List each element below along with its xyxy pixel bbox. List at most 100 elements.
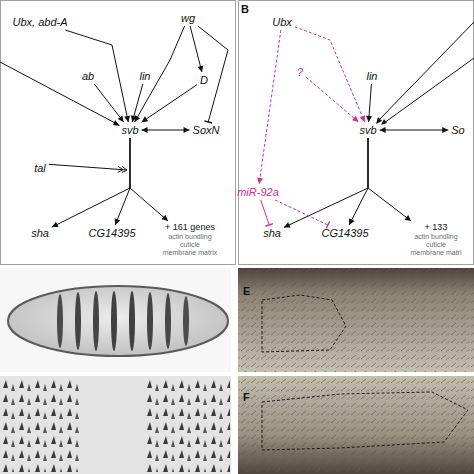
connector-line [275, 200, 328, 225]
regulation-arrow [261, 200, 273, 226]
gene-name: lin [366, 70, 377, 82]
gene-name: D [200, 74, 208, 86]
connector-line [380, 130, 449, 131]
arrow-head [442, 127, 448, 133]
connector-line [295, 27, 365, 122]
gene-name: svb [359, 124, 376, 136]
connector-line [65, 30, 128, 122]
arrow-head [142, 116, 149, 122]
arrow-head [257, 178, 263, 184]
gene-label: sha [30, 227, 50, 239]
arrow-head [381, 119, 387, 125]
arrow-head [118, 166, 123, 172]
trichome-photo [0, 376, 231, 474]
gene-label: lin [138, 70, 151, 82]
regulation-arrow [198, 26, 228, 123]
gene-name: sha [263, 227, 281, 239]
regulation-arrow [295, 27, 365, 122]
gene-name: CG14395 [321, 227, 368, 239]
connector-line [142, 85, 197, 123]
gene-name: svb [121, 124, 138, 136]
connector-line [284, 138, 368, 227]
connector-line [306, 77, 359, 122]
panel-letter: B [241, 4, 249, 15]
gene-label: SoxN [192, 124, 221, 136]
regulation-arrow [142, 127, 190, 133]
input-arrow [0, 62, 117, 124]
arrow-head [352, 116, 359, 122]
gene-name: lin [139, 70, 150, 82]
input-arrow [378, 22, 474, 121]
gene-label: svb [358, 124, 377, 136]
regulation-arrow [284, 138, 368, 228]
arrow-head [198, 65, 204, 72]
regulation-arrow [142, 85, 197, 123]
arrow-head [124, 115, 130, 121]
regulation-arrow [135, 26, 185, 122]
leg-photo [238, 268, 474, 372]
arrow-head [360, 115, 366, 122]
arrow-head [376, 117, 382, 124]
regulation-arrow [131, 84, 143, 122]
gene-name: CG14395 [88, 227, 135, 239]
function-note: membrane matri [411, 249, 462, 257]
arrow-head [113, 120, 120, 126]
connector-line [130, 138, 168, 221]
inhibition-bar [204, 121, 212, 123]
gene-label: lin [365, 70, 378, 82]
function-note: cuticle [411, 241, 462, 249]
gene-name: SoxN [193, 124, 220, 136]
regulation-arrow [190, 26, 203, 72]
gene-label: CG14395 [87, 227, 136, 239]
leg-photo [238, 376, 474, 474]
gene-label: ab [81, 70, 95, 82]
regulation-arrow [368, 138, 411, 221]
arrow-head [162, 215, 168, 221]
gene-label: Ubx, abd-A [11, 16, 68, 28]
regulation-arrow [65, 30, 130, 122]
connector-line [259, 30, 281, 184]
gene-name: Ubx [272, 16, 292, 28]
connector-line [94, 84, 123, 122]
regulation-arrow [115, 138, 130, 225]
gene-name: tal [34, 162, 46, 174]
gene-label: D [199, 74, 209, 86]
connector-line [198, 26, 228, 122]
function-note: cuticle [163, 241, 217, 249]
connector-line [135, 26, 185, 122]
panel-letter: F [243, 392, 250, 403]
gene-name: + 161 genes [163, 223, 217, 233]
gene-label: wg [180, 12, 196, 24]
function-note: membrane matrix [163, 249, 217, 257]
gene-label: miR-92a [236, 186, 280, 198]
gene-name: ? [297, 66, 303, 78]
gene-name: So [451, 124, 464, 136]
connector-line [190, 26, 202, 72]
connector-line [115, 138, 130, 225]
function-note: actin bundling [163, 233, 217, 241]
gene-label: CG14395 [320, 227, 369, 239]
gene-label: ? [296, 66, 304, 78]
arrow-head [135, 115, 141, 122]
gene-label: svb [120, 124, 139, 136]
arrow-head [142, 127, 148, 133]
arrow-head [349, 218, 354, 225]
gene-name: wg [181, 12, 195, 24]
gene-name: ab [82, 70, 94, 82]
gene-label: So [450, 124, 465, 136]
arrow-head [284, 222, 291, 227]
regulation-arrow [366, 84, 372, 122]
regulation-arrow [275, 200, 330, 229]
arrow-head [118, 115, 124, 122]
regulation-arrow [380, 127, 449, 133]
connector-line [52, 138, 130, 227]
regulation-arrow [306, 77, 359, 122]
embryo-photo [0, 268, 231, 372]
connector-line [261, 200, 270, 225]
panel-frame [1, 1, 236, 265]
arrow-head [405, 215, 412, 221]
regulation-arrow [49, 164, 127, 172]
gene-label: Ubx [271, 16, 293, 28]
